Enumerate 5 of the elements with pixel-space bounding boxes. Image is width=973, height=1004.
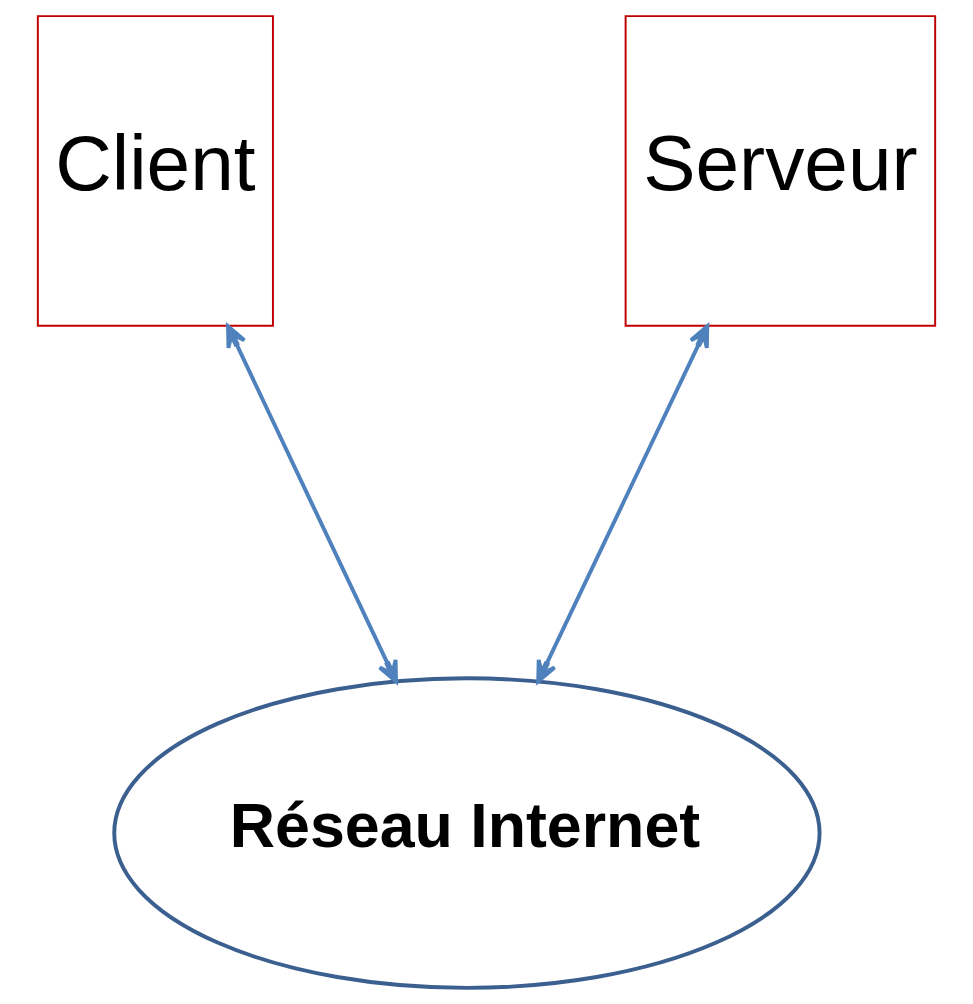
arrow xyxy=(536,324,710,684)
node-box: Client xyxy=(36,15,274,327)
arrow xyxy=(226,324,398,684)
node-ellipse: Réseau Internet xyxy=(112,676,822,990)
node-box: Serveur xyxy=(624,15,937,327)
